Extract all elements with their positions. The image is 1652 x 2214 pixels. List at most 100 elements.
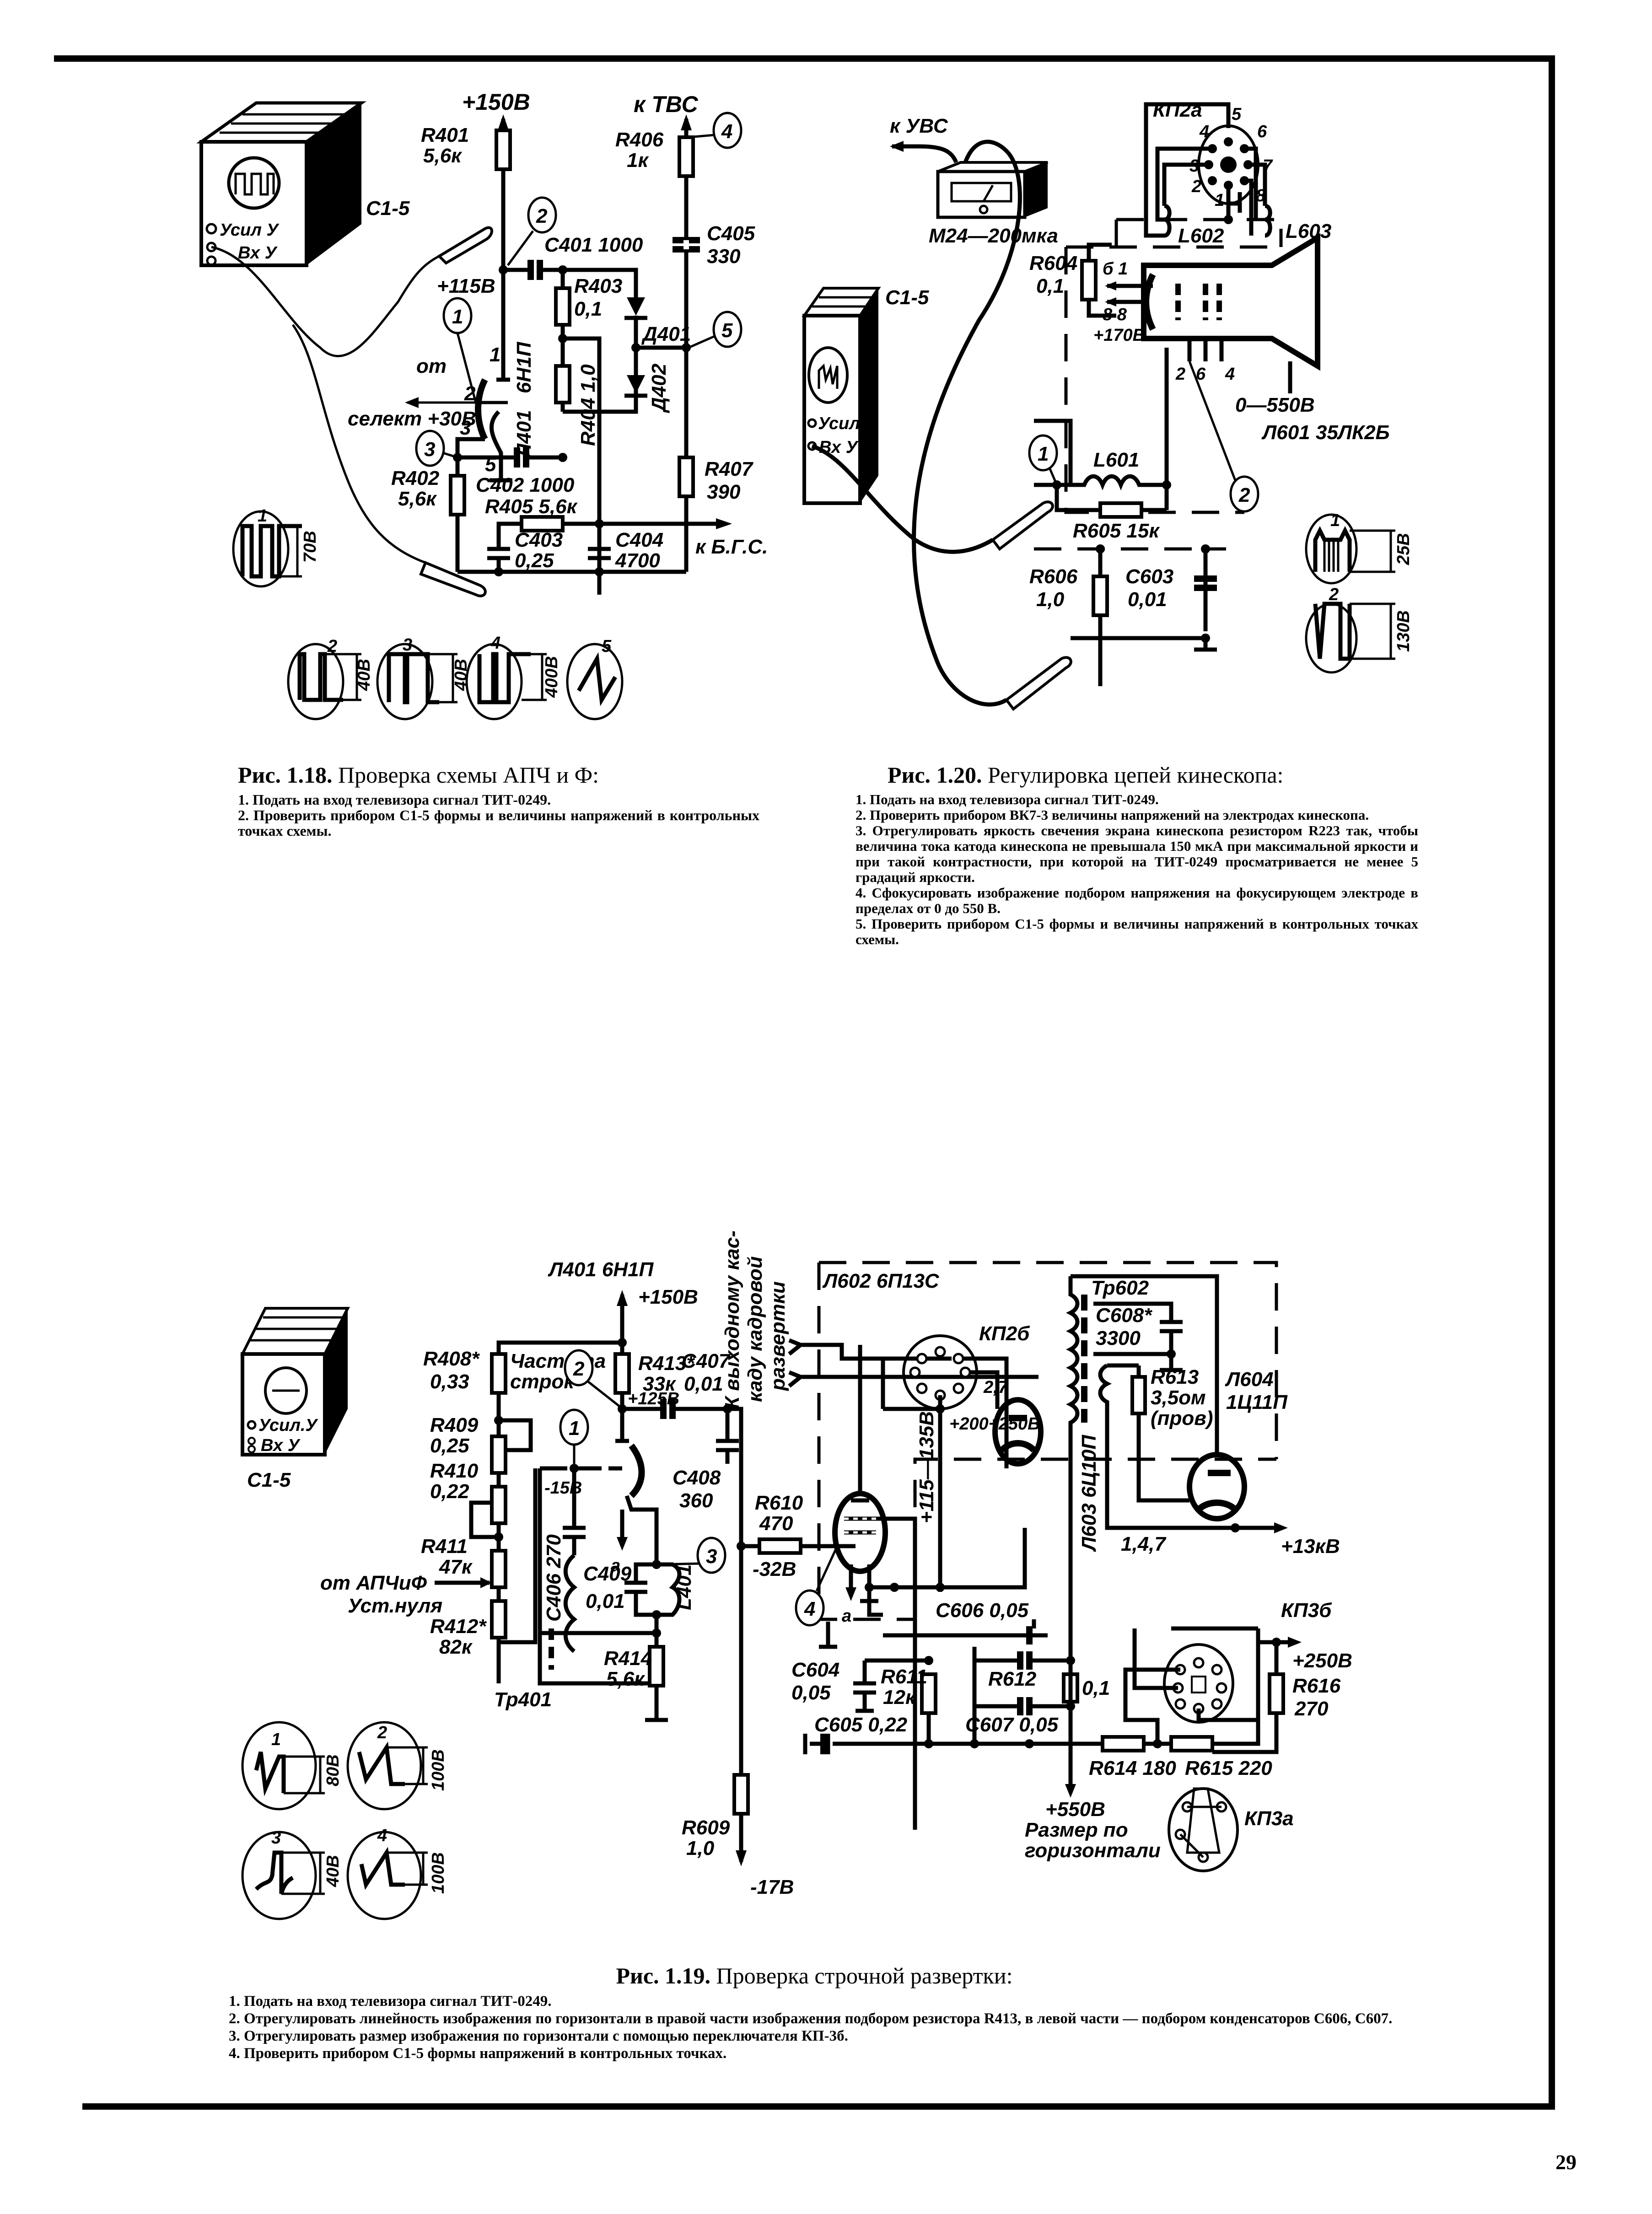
transformer-tr602 bbox=[1065, 1276, 1080, 1436]
waveform-4: 4 100В bbox=[346, 1826, 448, 1920]
waveform-amplitude: 130В bbox=[1394, 610, 1413, 652]
knob-icon[interactable] bbox=[247, 1420, 257, 1430]
page-frame bbox=[54, 55, 1555, 2110]
waveform-1: 1 80В bbox=[241, 1721, 343, 1811]
label-c402: С402 1000 bbox=[476, 474, 575, 496]
waveform-3: 3 40В bbox=[241, 1828, 343, 1920]
caption-item: 5. Проверить прибором С1-5 формы и велич… bbox=[856, 916, 1418, 947]
microammeter-m24 bbox=[936, 161, 1049, 219]
fig-1-20-schematic: к УВС М24—200мка Усил У Вх У С1-5 КП2а bbox=[802, 99, 1413, 711]
input-jack-icon[interactable] bbox=[248, 1437, 256, 1445]
label-l603: L603 bbox=[1286, 220, 1331, 242]
label-r407-value: 390 bbox=[707, 481, 741, 503]
caption-title: Проверка строчной развертки: bbox=[716, 1963, 1013, 1988]
knob-icon[interactable] bbox=[807, 418, 817, 428]
potentiometer-r411[interactable] bbox=[490, 1549, 507, 1589]
label-r408-value: 0,33 bbox=[430, 1370, 469, 1393]
test-point-label: 1 bbox=[1038, 443, 1049, 465]
label-r606: R606 bbox=[1029, 565, 1078, 588]
label-c404: С404 bbox=[615, 529, 663, 551]
caption-label: Рис. 1.20. bbox=[888, 762, 982, 788]
label-meter: М24—200мка bbox=[929, 225, 1058, 247]
label-c405: С405 bbox=[707, 222, 755, 245]
label-l603-tube: Л603 6Ц10П bbox=[1078, 1435, 1100, 1552]
label-minus32: -32В bbox=[753, 1558, 796, 1580]
test-point-label: 3 bbox=[706, 1545, 717, 1568]
label-r613-note: (пров) bbox=[1151, 1407, 1213, 1429]
label-r403: R403 bbox=[574, 275, 622, 297]
label-c407: С407 bbox=[682, 1350, 731, 1372]
fig-1-18-schematic: Усил У Вх У С1-5 +150В R401 5,6к +115В С… bbox=[196, 89, 768, 720]
potentiometer-r410[interactable] bbox=[490, 1485, 507, 1525]
label-c605: С605 0,22 bbox=[814, 1714, 908, 1736]
label-plus150: +150В bbox=[462, 89, 530, 115]
label-r612-value: 0,1 bbox=[1082, 1677, 1110, 1699]
label-pins-8: 8 8 bbox=[1103, 305, 1127, 324]
label-gorizontali: горизонтали bbox=[1025, 1839, 1161, 1862]
waveform-2: 2 130В bbox=[1305, 585, 1413, 674]
label-147: 1,4,7 bbox=[1121, 1533, 1167, 1555]
waveform-id: 3 bbox=[403, 635, 412, 655]
probe-clip-icon[interactable] bbox=[1004, 656, 1072, 711]
label-c406: С406 270 bbox=[543, 1534, 565, 1622]
pin-label: 4 bbox=[1225, 365, 1235, 384]
label-scope: С1-5 bbox=[366, 197, 410, 220]
waveform-amplitude: 70В bbox=[301, 531, 320, 563]
test-point-label: 4 bbox=[804, 1598, 815, 1620]
waveform-amplitude: 100В bbox=[429, 1749, 448, 1791]
label-r410-value: 0,22 bbox=[430, 1480, 469, 1503]
test-point-markers: 2 1 4 5 3 bbox=[415, 112, 743, 467]
waveform-amplitude: 400В bbox=[542, 656, 561, 698]
label-r406-value: 1к bbox=[627, 149, 649, 172]
waveform-4: 4 400В bbox=[465, 634, 561, 720]
damper-diode-icon bbox=[992, 1397, 1044, 1467]
caption-fig-1-19: Рис. 1.19. Проверка строчной развертки: … bbox=[229, 1962, 1400, 2062]
page-number: 29 bbox=[1555, 2150, 1577, 2174]
label-c603: С603 bbox=[1125, 565, 1173, 588]
label-r413: R413* bbox=[638, 1352, 695, 1375]
label-r411-value: 47к bbox=[439, 1556, 473, 1578]
label-scope: С1-5 bbox=[885, 286, 929, 309]
probe-clip-icon[interactable] bbox=[990, 500, 1054, 551]
label-minus17: -17В bbox=[750, 1876, 794, 1898]
test-point-label: 1 bbox=[569, 1417, 580, 1440]
label-kaskad-2: каду кадровой bbox=[744, 1256, 766, 1402]
input-jack-icon[interactable] bbox=[206, 255, 217, 266]
label-kaskad-1: К выходному кас- bbox=[721, 1231, 743, 1409]
waveform-id: 1 bbox=[1330, 511, 1340, 530]
test-point-label: 2 bbox=[573, 1358, 585, 1380]
probe-clip-icon[interactable] bbox=[419, 561, 487, 597]
label-usil: Усил У bbox=[818, 414, 878, 433]
probe-clip-icon[interactable] bbox=[437, 226, 493, 265]
label-r610: R610 bbox=[755, 1492, 803, 1514]
potentiometer-r409[interactable] bbox=[490, 1435, 507, 1475]
oscilloscope-c1-5: Усил.У Вх У bbox=[240, 1307, 350, 1456]
label-k-uvs: к УВС bbox=[890, 115, 948, 137]
waveform-amplitude: 100В bbox=[429, 1852, 448, 1894]
label-c603-value: 0,01 bbox=[1128, 588, 1167, 611]
caption-title: Проверка схемы АПЧ и Ф: bbox=[338, 762, 599, 788]
label-c608: С608* bbox=[1096, 1304, 1152, 1327]
label-plus115: +115В bbox=[437, 275, 495, 297]
triode-icon bbox=[475, 378, 488, 441]
diode-tube-icon bbox=[1187, 1452, 1247, 1521]
label-r407: R407 bbox=[705, 458, 754, 480]
label-r414: R414 bbox=[604, 1647, 652, 1670]
input-jack-icon[interactable] bbox=[248, 1445, 256, 1453]
label-r615: R615 220 bbox=[1185, 1757, 1272, 1779]
waveform-3: 3 40В bbox=[376, 635, 471, 720]
caption-item: 2. Проверить прибором С1-5 формы и велич… bbox=[238, 807, 759, 839]
label-k-bgs: к Б.Г.С. bbox=[695, 536, 768, 558]
waveform-id: 2 bbox=[327, 637, 337, 656]
oscilloscope-c1-5: Усил У Вх У bbox=[196, 101, 366, 267]
oscilloscope-c1-5: Усил У Вх У bbox=[802, 287, 881, 505]
transformer-tr401 bbox=[563, 1553, 578, 1653]
label-r614: R614 180 bbox=[1089, 1757, 1176, 1779]
label-r604: R604 bbox=[1029, 252, 1077, 274]
label-r606-value: 1,0 bbox=[1036, 588, 1065, 611]
knob-icon[interactable] bbox=[205, 223, 217, 235]
label-l601: L601 bbox=[1093, 449, 1139, 471]
label-c408-value: 360 bbox=[679, 1489, 713, 1512]
label-tr401: Тр401 bbox=[494, 1688, 552, 1711]
switch-kp3a[interactable] bbox=[1168, 1787, 1239, 1872]
